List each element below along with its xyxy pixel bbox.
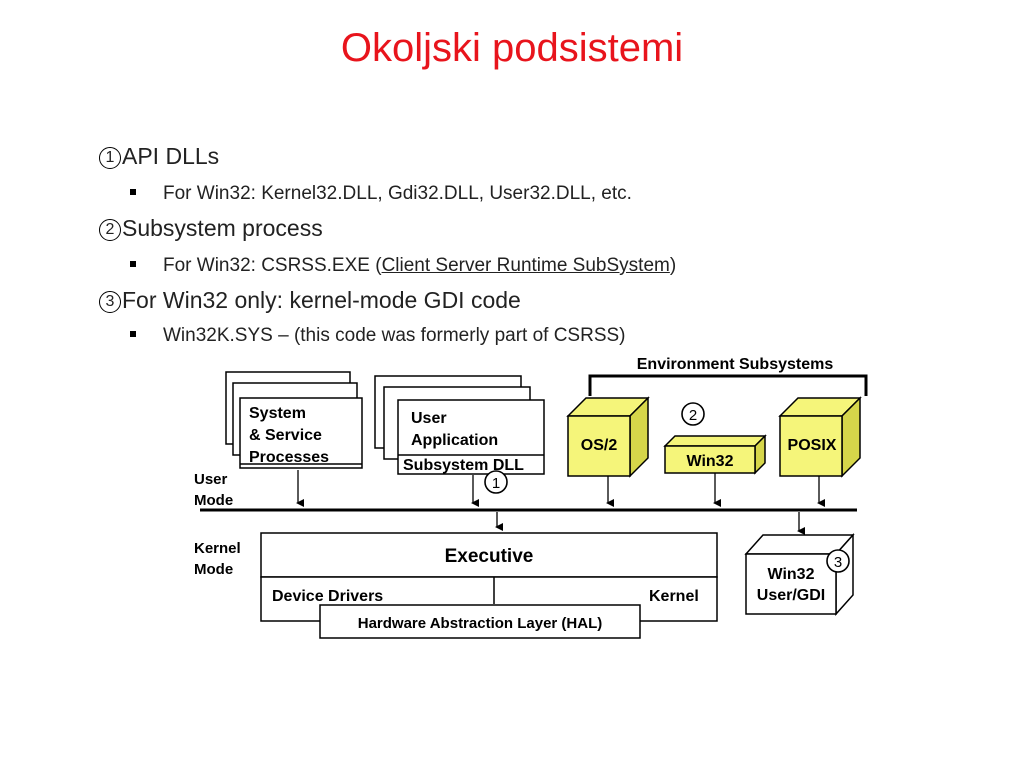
sub-item-text: Win32K.SYS – (this code was formerly par…: [163, 325, 626, 346]
hal-block: Hardware Abstraction Layer (HAL): [319, 604, 641, 639]
user-mode-label-1: User: [194, 471, 228, 488]
system-processes-label-1: System: [249, 405, 306, 422]
slide-title: Okoljski podsistemi: [340, 26, 684, 70]
system-processes-label-3: Processes: [249, 449, 329, 466]
subsystem-dll-label: Subsystem DLL: [403, 457, 524, 474]
boundary-to-kernel-arrows: [495, 512, 805, 535]
csrss-link[interactable]: Client Server Runtime SubSystem: [381, 255, 670, 276]
system-processes-stack: System & Service Processes: [225, 371, 363, 469]
marker-1: 1: [484, 470, 508, 494]
user-mode-label-2: Mode: [194, 492, 233, 509]
kernel-label: Kernel: [649, 588, 699, 605]
list-heading: For Win32 only: kernel-mode GDI code: [122, 287, 521, 313]
bullet-icon: [130, 331, 136, 337]
sub-item-text: For Win32: Kernel32.DLL, Gdi32.DLL, User…: [163, 183, 632, 204]
win32-cube: Win32: [663, 434, 767, 475]
os2-label: OS/2: [581, 437, 618, 454]
kernel-mode-label-1: Kernel: [194, 540, 241, 557]
sub-item-suffix: ): [669, 255, 677, 276]
user-application-label-1: User: [411, 410, 447, 427]
sub-item-text: For Win32: CSRSS.EXE (: [163, 255, 382, 276]
win32-label: Win32: [687, 453, 734, 470]
posix-cube: POSIX: [778, 396, 862, 478]
svg-text:2: 2: [689, 407, 697, 424]
os2-cube: OS/2: [566, 396, 650, 478]
svg-text:1: 1: [492, 475, 500, 492]
marker-3: 3: [826, 549, 850, 573]
executive-label: Executive: [445, 546, 534, 567]
marker-2: 2: [681, 402, 705, 426]
list-heading: API DLLs: [122, 143, 220, 169]
system-processes-label-2: & Service: [249, 427, 322, 444]
executive-block: Executive: [260, 532, 718, 578]
number-badge: 1: [99, 147, 121, 169]
env-subsystems-bracket: Environment Subsystems: [588, 356, 868, 396]
sub-item-api-dlls: For Win32: Kernel32.DLL, Gdi32.DLL, User…: [130, 183, 632, 205]
user-application-stack: User Application Subsystem DLL: [374, 375, 545, 475]
device-drivers-label: Device Drivers: [272, 588, 383, 605]
env-subsystems-label: Environment Subsystems: [637, 356, 834, 373]
win32-user-gdi-cube: Win32 User/GDI: [744, 533, 855, 616]
number-badge: 2: [99, 219, 121, 241]
posix-label: POSIX: [788, 437, 837, 454]
sub-item-kernel-gdi: Win32K.SYS – (this code was formerly par…: [130, 325, 626, 347]
list-heading: Subsystem process: [122, 215, 323, 241]
svg-text:3: 3: [834, 554, 842, 571]
bullet-icon: [130, 261, 136, 267]
user-to-boundary-arrows: [296, 470, 825, 507]
kernel-mode-label-2: Mode: [194, 561, 233, 578]
number-badge: 3: [99, 291, 121, 313]
win32-gdi-label-2: User/GDI: [757, 587, 825, 604]
user-application-label-2: Application: [411, 432, 498, 449]
sub-item-subsystem-process: For Win32: CSRSS.EXE (Client Server Runt…: [130, 255, 676, 277]
bullet-icon: [130, 189, 136, 195]
win32-gdi-label-1: Win32: [768, 566, 815, 583]
hal-label: Hardware Abstraction Layer (HAL): [358, 615, 603, 632]
